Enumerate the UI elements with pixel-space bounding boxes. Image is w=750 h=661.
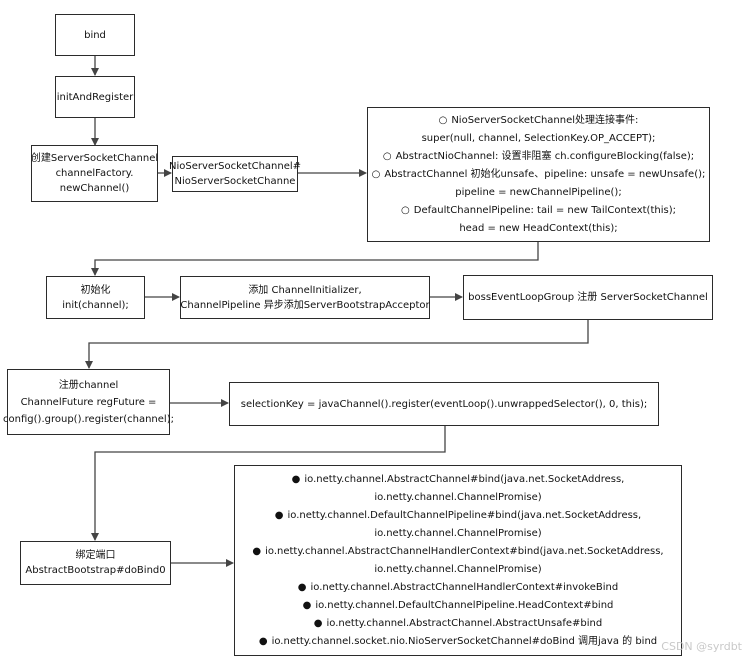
node-text-line: ○AbstractChannel 初始化unsafe、pipeline: uns… [372, 166, 706, 184]
node-text-line: ●io.netty.channel.socket.nio.NioServerSo… [259, 633, 657, 651]
node-text-line: io.netty.channel.ChannelPromise) [374, 561, 541, 579]
node-text-line: ●io.netty.channel.AbstractChannelHandler… [252, 543, 663, 561]
filled-bullet-icon: ● [297, 581, 307, 593]
bind-node: bind [55, 14, 135, 56]
node-text-line: newChannel() [59, 183, 130, 194]
node-text-line: 添加 ChannelInitializer, [248, 284, 362, 296]
node-text-line: super(null, channel, SelectionKey.OP_ACC… [422, 130, 656, 148]
node-text-line: ●io.netty.channel.DefaultChannelPipeline… [303, 597, 614, 615]
node-text: head = new HeadContext(this); [459, 222, 618, 234]
selection-key-register-node: selectionKey = javaChannel().register(ev… [229, 382, 659, 426]
add-channel-initializer-node: 添加 ChannelInitializer, ChannelPipeline 异步… [180, 276, 430, 319]
node-text-line: pipeline = newChannelPipeline(); [455, 184, 621, 202]
node-text-line: 注册channel [58, 379, 119, 391]
node-text-line: ●io.netty.channel.AbstractChannelHandler… [298, 579, 618, 597]
watermark: CSDN @syrdbt [661, 640, 742, 653]
node-text-line: ○NioServerSocketChannel处理连接事件: [439, 112, 639, 130]
node-text-line: NioServerSocketChannel# [168, 161, 302, 172]
filled-bullet-icon: ● [252, 545, 262, 557]
node-text-line: AbstractBootstrap#doBind0 [25, 565, 166, 576]
node-text-line: NioServerSocketChanne [174, 176, 296, 187]
node-text: io.netty.channel.socket.nio.NioServerSoc… [271, 635, 658, 647]
init-channel-node: 初始化 init(channel); [46, 276, 145, 319]
arrow-boss-to-register [85, 320, 589, 369]
node-text: io.netty.channel.AbstractChannel.Abstrac… [326, 617, 603, 629]
hollow-bullet-icon: ○ [371, 168, 381, 180]
hollow-bullet-icon: ○ [438, 114, 448, 126]
node-text-line: head = new HeadContext(this); [459, 220, 617, 238]
filled-bullet-icon: ● [313, 617, 323, 629]
node-text-line: init(channel); [62, 299, 129, 311]
node-text: io.netty.channel.DefaultChannelPipeline#… [287, 509, 642, 521]
node-text: io.netty.channel.AbstractChannel#bind(ja… [304, 473, 625, 485]
node-text: io.netty.channel.ChannelPromise) [374, 563, 542, 575]
node-text: NioServerSocketChannel处理连接事件: [451, 114, 639, 126]
node-text-line: ChannelPipeline 异步添加ServerBootstrapAccep… [180, 299, 430, 311]
node-text: io.netty.channel.ChannelPromise) [374, 527, 542, 539]
filled-bullet-icon: ● [274, 509, 284, 521]
node-text-line: ChannelFuture regFuture = [20, 396, 157, 408]
node-text: io.netty.channel.DefaultChannelPipeline.… [315, 599, 614, 611]
filled-bullet-icon: ● [291, 473, 301, 485]
node-text-line: initAndRegister [56, 91, 134, 103]
node-text: io.netty.channel.AbstractChannelHandlerC… [310, 581, 619, 593]
node-text: io.netty.channel.ChannelPromise) [374, 491, 542, 503]
node-text-line: ●io.netty.channel.DefaultChannelPipeline… [275, 507, 641, 525]
bind-call-chain-node: ●io.netty.channel.AbstractChannel#bind(j… [234, 465, 682, 656]
nio-server-socket-channel-constructor-node: NioServerSocketChannel# NioServerSocketCh… [168, 156, 302, 192]
node-text-line: bossEventLoopGroup 注册 ServerSocketChanne… [468, 292, 708, 303]
node-text: io.netty.channel.AbstractChannelHandlerC… [265, 545, 664, 557]
arrow-selectionkey-to-bindport [91, 426, 446, 541]
node-text-line: 初始化 [80, 284, 111, 296]
node-text-line: ●io.netty.channel.AbstractChannel.Abstra… [314, 615, 602, 633]
node-text: pipeline = newChannelPipeline(); [455, 186, 622, 198]
init-and-register-node: initAndRegister [55, 76, 135, 118]
node-text: DefaultChannelPipeline: tail = new TailC… [413, 204, 676, 216]
node-text-line: bind [84, 29, 106, 41]
nio-server-socket-channel-events-node: ○NioServerSocketChannel处理连接事件:super(null… [367, 107, 710, 242]
node-text-line: 绑定端口 [75, 550, 116, 561]
bind-port-node: 绑定端口 AbstractBootstrap#doBind0 [20, 541, 171, 585]
node-text: AbstractChannel 初始化unsafe、pipeline: unsa… [384, 168, 706, 180]
node-text-line: selectionKey = javaChannel().register(ev… [240, 398, 648, 410]
hollow-bullet-icon: ○ [382, 150, 392, 162]
node-text-line: io.netty.channel.ChannelPromise) [374, 489, 541, 507]
filled-bullet-icon: ● [258, 635, 268, 647]
node-text-line: channelFactory. [55, 168, 134, 179]
node-text-line: io.netty.channel.ChannelPromise) [374, 525, 541, 543]
arrow-events-to-init [91, 242, 539, 276]
node-text-line: ○AbstractNioChannel: 设置非阻塞 ch.configureB… [383, 148, 694, 166]
node-text-line: 创建ServerSocketChannel [30, 153, 159, 164]
filled-bullet-icon: ● [302, 599, 312, 611]
node-text-line: ○DefaultChannelPipeline: tail = new Tail… [401, 202, 676, 220]
hollow-bullet-icon: ○ [401, 204, 410, 216]
node-text: super(null, channel, SelectionKey.OP_ACC… [421, 132, 656, 144]
node-text: AbstractNioChannel: 设置非阻塞 ch.configureBl… [395, 150, 695, 162]
create-server-socket-channel-node: 创建ServerSocketChannel channelFactory. newC… [31, 145, 158, 202]
node-text-line: config().group().register(channel); [3, 413, 174, 425]
node-text-line: ●io.netty.channel.AbstractChannel#bind(j… [292, 471, 625, 489]
boss-event-loop-group-register-node: bossEventLoopGroup 注册 ServerSocketChanne… [463, 275, 713, 320]
